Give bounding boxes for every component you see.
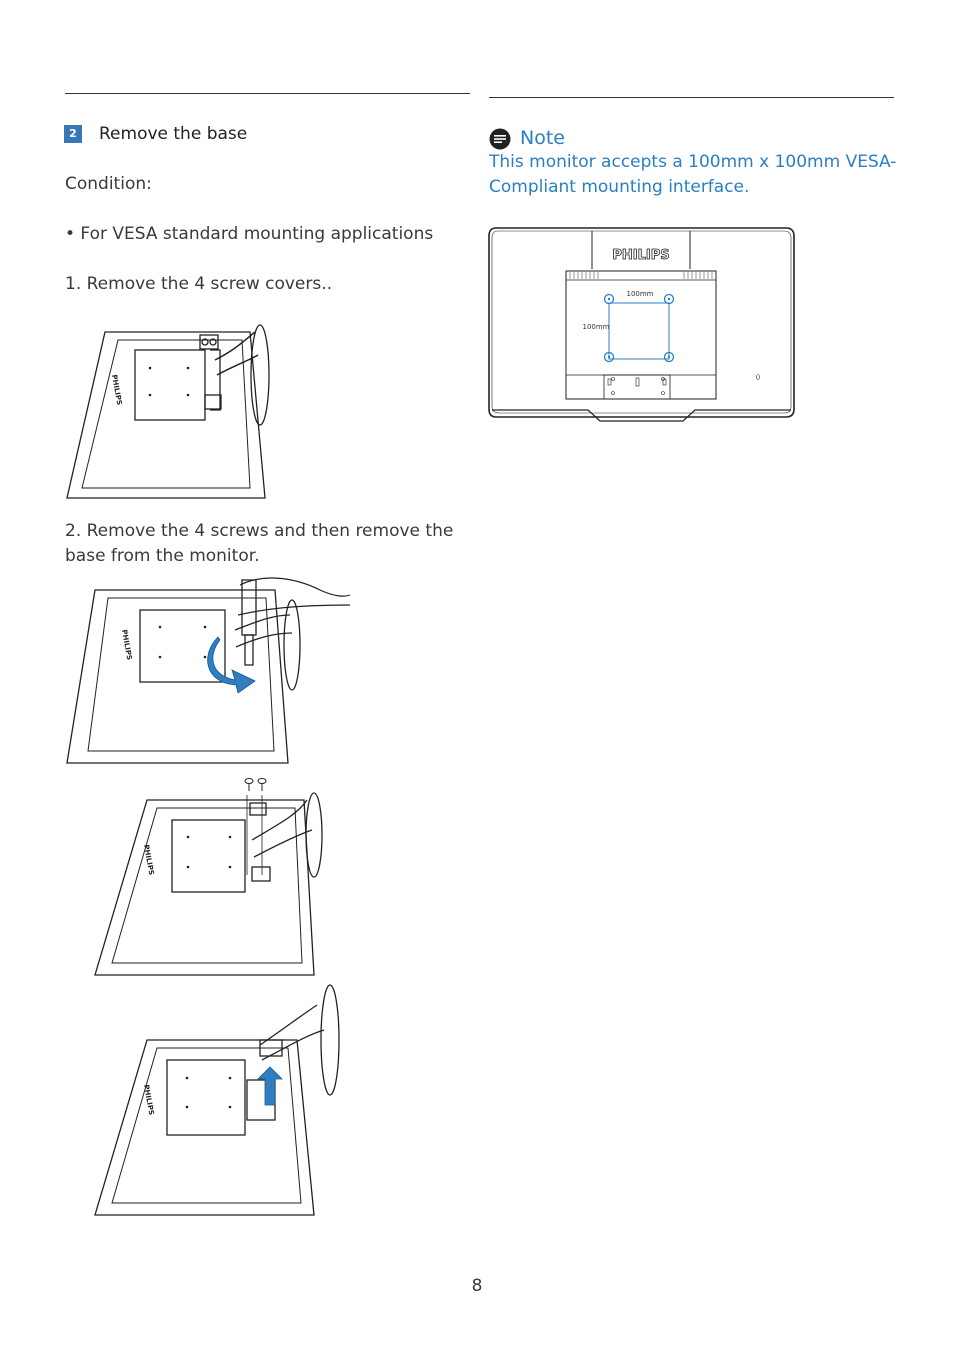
page-number: 8 — [471, 1276, 483, 1296]
instruction-2-line-2: base from the monitor. — [65, 546, 260, 566]
figure-2-brand: PHILIPS — [120, 629, 133, 661]
vesa-vertical-label: 100mm — [583, 323, 610, 331]
step-number-badge: 2 — [64, 125, 82, 143]
instruction-1: 1. Remove the 4 screw covers.. — [65, 274, 333, 294]
note-line-2: Compliant mounting interface. — [489, 177, 750, 197]
instruction-2-line-1: 2. Remove the 4 screws and then remove t… — [65, 521, 454, 541]
left-column-top-rule — [65, 93, 470, 94]
figure-1-brand: PHILIPS — [110, 374, 123, 406]
condition-label: Condition: — [65, 174, 152, 194]
step-title: Remove the base — [99, 124, 248, 144]
note-heading: Note — [520, 127, 565, 149]
figure-unscrew: PHILIPS — [66, 577, 351, 764]
figure-4-brand: PHILIPS — [142, 1084, 155, 1116]
figure-screws-removed: PHILIPS — [94, 778, 323, 976]
right-column-top-rule — [489, 97, 894, 98]
figure-remove-screw-covers: PHILIPS — [66, 324, 270, 499]
figure-vesa-interface: PHILIPS 100mm 100mm — [488, 227, 795, 422]
figure-base-removed: PHILIPS — [94, 984, 340, 1216]
vesa-horizontal-label: 100mm — [627, 290, 654, 298]
condition-bullet: • For VESA standard mounting application… — [65, 224, 434, 244]
note-line-1: This monitor accepts a 100mm x 100mm VES… — [489, 152, 897, 172]
figure-3-brand: PHILIPS — [142, 844, 155, 876]
loose-screws — [244, 778, 267, 791]
vesa-figure-brand: PHILIPS — [612, 248, 669, 263]
note-icon — [489, 128, 511, 150]
